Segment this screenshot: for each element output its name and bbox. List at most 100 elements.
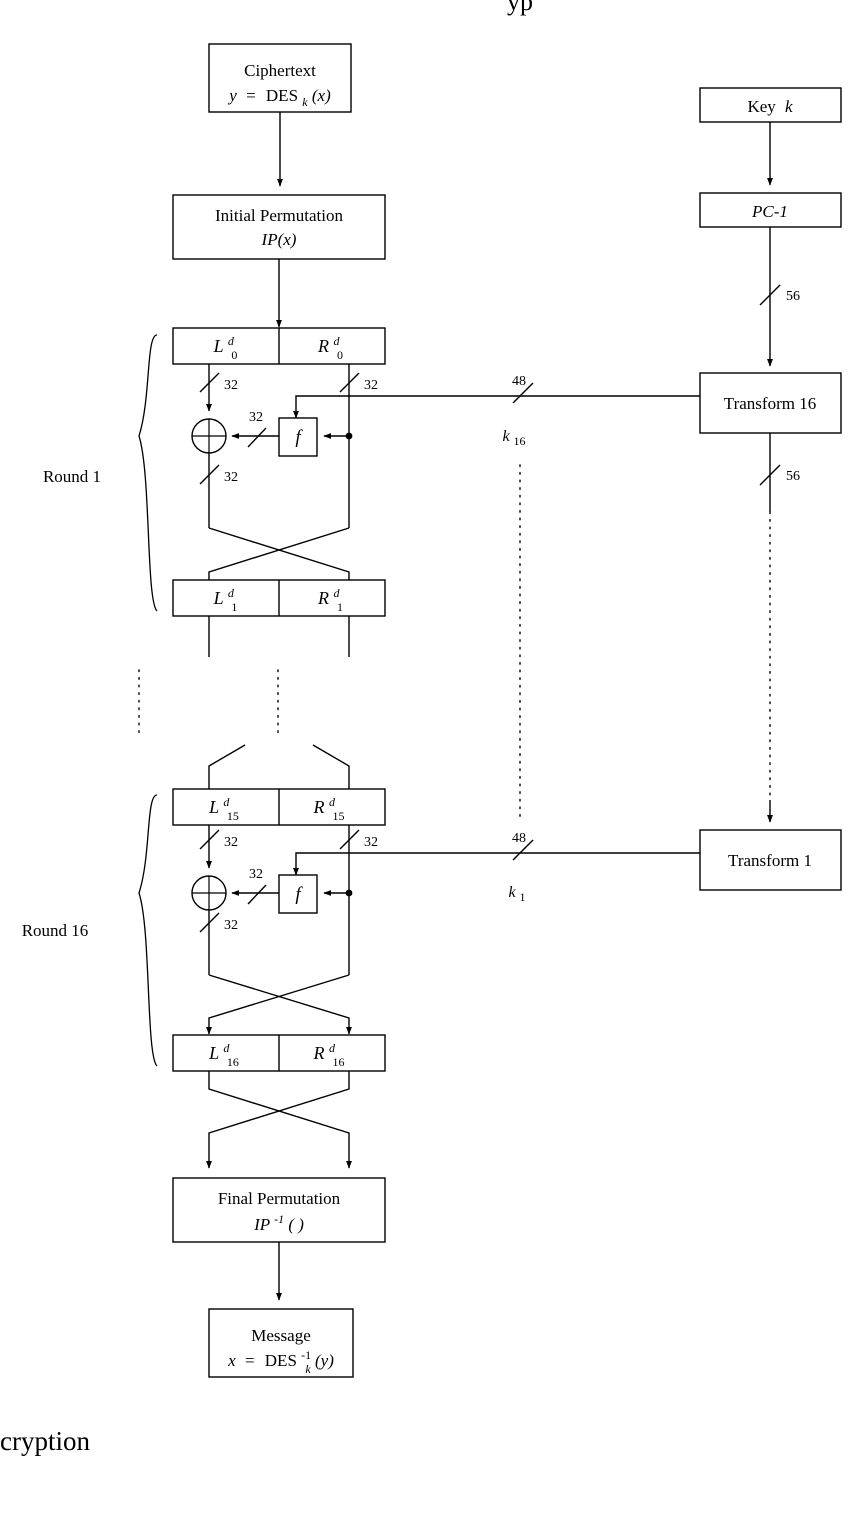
- bits-f-out-32-round16: 32: [249, 867, 263, 882]
- slash-l15-32: [199, 829, 220, 850]
- f-label-round1: f: [295, 427, 303, 448]
- round16-label: Round 16: [22, 921, 89, 940]
- register-lr1-right: R d 1: [317, 581, 344, 614]
- message-sup: -1: [301, 1348, 311, 1362]
- lr15-R-sup: d: [329, 795, 336, 809]
- ciphertext-arg: (x): [312, 86, 331, 105]
- bits-xor-out-32-round1: 32: [224, 470, 238, 485]
- message-box: [208, 1308, 354, 1378]
- slash-transform16-56: [759, 464, 781, 486]
- register-lr0-right: R d 0: [317, 329, 344, 362]
- slash-xor-out-32-round1: [199, 464, 220, 485]
- initial-permutation-formula: IP(x): [261, 230, 297, 249]
- transform16-label: Transform 16: [724, 394, 816, 413]
- bits-subkey16-48: 48: [512, 374, 526, 389]
- bits-l15-32: 32: [224, 835, 238, 850]
- message-subk: k: [305, 1362, 311, 1376]
- final-perm-base: IP: [253, 1215, 270, 1234]
- message-des: DES: [265, 1351, 297, 1370]
- message-x: x: [227, 1351, 236, 1370]
- slash-f-out-32-round1: [247, 427, 267, 448]
- lr1-R-base: R: [317, 588, 329, 608]
- message-eq: =: [245, 1351, 255, 1370]
- transform1-label: Transform 1: [728, 851, 812, 870]
- transform1-box: [699, 829, 842, 891]
- register-lr15-right: R d 15: [313, 790, 345, 823]
- bits-r15-32: 32: [364, 835, 378, 850]
- bits-pc1-56: 56: [786, 289, 800, 304]
- register-lr15-left: L d 15: [208, 790, 239, 823]
- round1-brace: [138, 334, 158, 612]
- wire-subkey1-to-f: [293, 852, 700, 876]
- ciphertext-label: Ciphertext: [244, 61, 316, 80]
- bits-f-out-32-round1: 32: [249, 410, 263, 425]
- lr1-R-sup: d: [334, 586, 341, 600]
- round16-brace: [138, 794, 158, 1067]
- lr16-L-sup: d: [223, 1041, 230, 1055]
- f-box-round16: [278, 874, 318, 914]
- ciphertext-y: y: [227, 86, 237, 105]
- message-formula: x = DES -1 k (y): [227, 1344, 334, 1377]
- bits-subkey1-48: 48: [512, 831, 526, 846]
- slash-pc1-56: [759, 284, 781, 306]
- lr0-L-base: L: [213, 336, 224, 356]
- svg-text:y = DES: y = DES k (x): [227, 86, 331, 110]
- wire-subkey16-to-f: [293, 395, 700, 419]
- round1-label: Round 1: [43, 467, 101, 486]
- subkey1-sub: 1: [520, 890, 526, 904]
- subkey16-base: k: [502, 428, 510, 445]
- register-lr16-left: L d 16: [208, 1036, 239, 1069]
- ciphertext-box: [208, 43, 352, 113]
- lr15-R-base: R: [313, 797, 325, 817]
- lr16-R-base: R: [313, 1043, 325, 1063]
- caption-fragment: cryption: [0, 1426, 90, 1456]
- final-permutation-box: [172, 1177, 386, 1243]
- crossover-right-to-left-final: [206, 1071, 350, 1169]
- transform16-box: [699, 372, 842, 434]
- bits-xor-out-32-round16: 32: [224, 918, 238, 933]
- lr16-L-sub: 16: [227, 1055, 239, 1069]
- crossover-left-to-right-final: [208, 1071, 353, 1169]
- ciphertext-des: DES: [266, 86, 298, 105]
- lr0-R-sup: d: [334, 334, 341, 348]
- crossover-left-to-right-round1: [208, 527, 353, 589]
- lr16-R-sub: 16: [333, 1055, 345, 1069]
- slash-l0-32: [199, 372, 220, 393]
- register-lr0-left: L d 0: [213, 329, 239, 362]
- crossover-right-to-left-round16: [206, 974, 350, 1035]
- subkey16-label: k 16: [502, 428, 525, 448]
- key-label-italic: k: [785, 97, 793, 116]
- bits-transform16-56: 56: [786, 469, 800, 484]
- lr15-L-sup: d: [223, 795, 230, 809]
- crossover-right-to-left-round1: [206, 527, 350, 589]
- slash-subkey16-48: [512, 382, 534, 404]
- lr0-R-base: R: [317, 336, 329, 356]
- lr1-R-sub: 1: [337, 600, 343, 614]
- key-box: [699, 87, 842, 123]
- key-label-roman: Key: [747, 97, 776, 116]
- f-label-round16: f: [295, 884, 303, 905]
- slash-r15-32: [339, 829, 360, 850]
- lr1-L-sup: d: [228, 586, 235, 600]
- lr1-L-sub: 1: [231, 600, 237, 614]
- pc1-label: PC-1: [751, 202, 788, 221]
- initial-permutation-box: [172, 194, 386, 260]
- final-perm-sup: -1: [274, 1212, 284, 1226]
- lr15-L-sub: 15: [227, 809, 239, 823]
- register-lr16-right: R d 16: [313, 1036, 345, 1069]
- message-arg: (y): [315, 1351, 334, 1370]
- lr0-R-sub: 0: [337, 348, 343, 362]
- wire-into-l15: [206, 744, 246, 799]
- subkey1-label: k 1: [508, 884, 525, 904]
- final-permutation-label: Final Permutation: [218, 1189, 341, 1208]
- register-lr1-left: L d 1: [213, 581, 239, 614]
- clipped-title-fragment: yp: [507, 0, 533, 16]
- subkey1-base: k: [508, 884, 516, 901]
- lr0-L-sub: 0: [231, 348, 237, 362]
- wire-into-r15: [312, 744, 353, 799]
- bits-l0-32: 32: [224, 378, 238, 393]
- slash-f-out-32-round16: [247, 884, 267, 905]
- slash-xor-out-32-round16: [199, 912, 220, 933]
